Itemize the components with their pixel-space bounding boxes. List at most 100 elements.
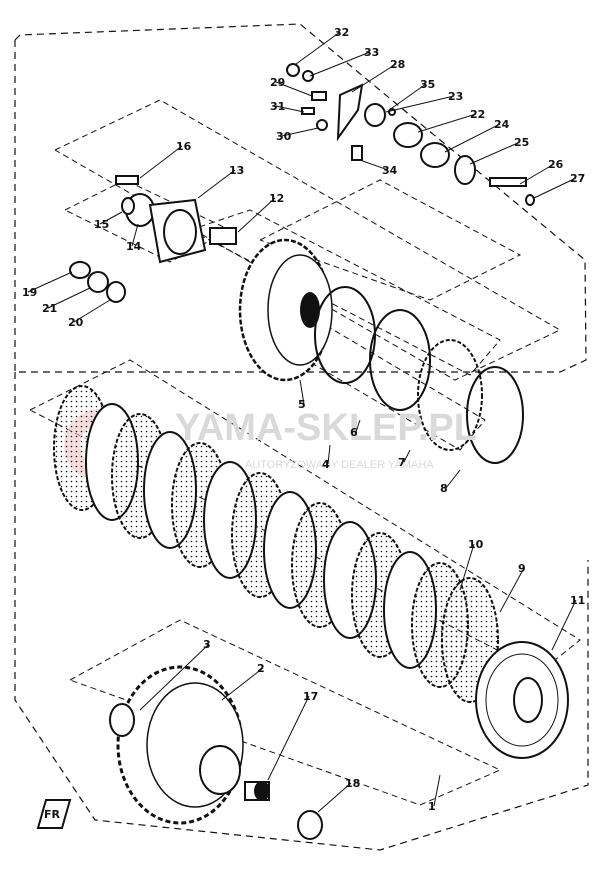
leader-line-18 (317, 782, 352, 813)
washer-21 (87, 271, 109, 293)
washer-3 (109, 703, 135, 737)
direction-badge: FR (36, 799, 72, 829)
washer-20 (106, 281, 126, 303)
part-label-34: 34 (382, 164, 398, 177)
leader-line-22 (417, 113, 477, 133)
washer-33 (302, 70, 314, 82)
leader-line-31 (275, 105, 305, 113)
leader-line-15 (99, 211, 123, 225)
leader-line-32 (295, 31, 341, 65)
part-label-3: 3 (203, 638, 211, 651)
leader-line-25 (469, 141, 521, 165)
plate-24 (420, 142, 450, 168)
leader-line-4 (327, 444, 331, 465)
bushing-17 (244, 781, 270, 801)
clutch-plate-stack (53, 385, 499, 703)
leader-line-30 (281, 127, 319, 137)
part-label-32: 32 (334, 26, 349, 39)
leader-line-10 (459, 543, 475, 591)
leader-line-11 (551, 599, 577, 651)
leader-line-17 (267, 695, 310, 781)
leader-line-6 (355, 419, 361, 433)
leader-line-2 (221, 667, 264, 701)
leader-line-26 (519, 163, 555, 185)
bolt-16 (115, 175, 139, 185)
washer-30 (316, 119, 328, 131)
plate-22 (393, 122, 423, 148)
part-label-12: 12 (269, 192, 284, 205)
spring-34 (351, 145, 363, 161)
part-label-2: 2 (257, 662, 265, 675)
leader-line-35 (391, 83, 427, 109)
ring-8-inner (466, 366, 524, 464)
part-label-24: 24 (494, 118, 510, 131)
ring-6 (314, 286, 376, 384)
leader-line-33 (309, 51, 371, 77)
leader-line-23 (385, 95, 455, 113)
ring-7 (369, 309, 431, 411)
part-label-15: 15 (94, 218, 109, 231)
o-ring-27 (525, 194, 535, 206)
leader-line-21 (47, 287, 91, 309)
part-label-5: 5 (298, 398, 306, 411)
leader-line-14 (131, 223, 139, 247)
part-label-16: 16 (176, 140, 192, 153)
leader-line-20 (73, 299, 111, 323)
push-piece-25 (454, 155, 476, 185)
pressure-plate (475, 641, 569, 759)
leader-line-29 (275, 81, 313, 97)
part-label-1: 1 (428, 800, 436, 813)
watermark-sub: AUTORYZOWANY DEALER YAMAHA (245, 459, 434, 471)
leader-line-24 (444, 123, 501, 153)
part-label-8: 8 (440, 482, 448, 495)
leader-line-1 (433, 774, 441, 807)
part-label-28: 28 (390, 58, 405, 71)
part-label-6: 6 (350, 426, 358, 439)
upper-small-parts (69, 63, 535, 303)
part-label-13: 13 (229, 164, 244, 177)
leader-line-27 (533, 177, 577, 199)
primary-driven-gear (116, 665, 244, 825)
screw-31 (301, 107, 315, 115)
part-label-19: 19 (22, 286, 37, 299)
part-label-29: 29 (270, 76, 285, 89)
push-rod-26 (489, 177, 527, 187)
part-label-14: 14 (126, 240, 142, 253)
pin-29 (311, 91, 327, 101)
washer-18 (297, 810, 323, 840)
part-label-30: 30 (276, 130, 292, 143)
part-label-7: 7 (398, 456, 406, 469)
part-label-21: 21 (42, 302, 57, 315)
part-label-26: 26 (548, 158, 564, 171)
bearing-23 (364, 103, 386, 127)
part-label-35: 35 (420, 78, 435, 91)
leader-line-12 (237, 197, 276, 233)
leader-line-34 (359, 159, 389, 171)
leader-line-19 (27, 271, 73, 293)
part-labels: 1234567891011121314151617181920212223242… (22, 26, 585, 813)
watermark-main: YAMA-SKLEP.PL (175, 407, 477, 449)
lever-28 (336, 83, 364, 142)
spring-12 (209, 227, 237, 245)
ring-8-plate (417, 339, 483, 451)
leader-line-16 (139, 145, 183, 179)
ring-15 (121, 197, 135, 215)
part-label-18: 18 (345, 777, 360, 790)
nut-19 (69, 261, 91, 279)
part-label-33: 33 (364, 46, 379, 59)
leader-line-3 (139, 643, 210, 711)
watermark: YAMA-SKLEP.PL AUTORYZOWANY DEALER YAMAHA (175, 407, 477, 471)
part-label-11: 11 (570, 594, 585, 607)
leader-line-28 (351, 63, 397, 93)
direction-badge-text: FR (44, 808, 61, 821)
nut-32 (286, 63, 300, 77)
leader-line-5 (299, 379, 305, 405)
leader-lines (27, 31, 577, 813)
leader-line-8 (445, 469, 461, 489)
part-label-31: 31 (270, 100, 285, 113)
leader-line-13 (197, 169, 236, 199)
part-label-23: 23 (448, 90, 463, 103)
part-label-4: 4 (322, 458, 330, 471)
rings (314, 286, 524, 464)
